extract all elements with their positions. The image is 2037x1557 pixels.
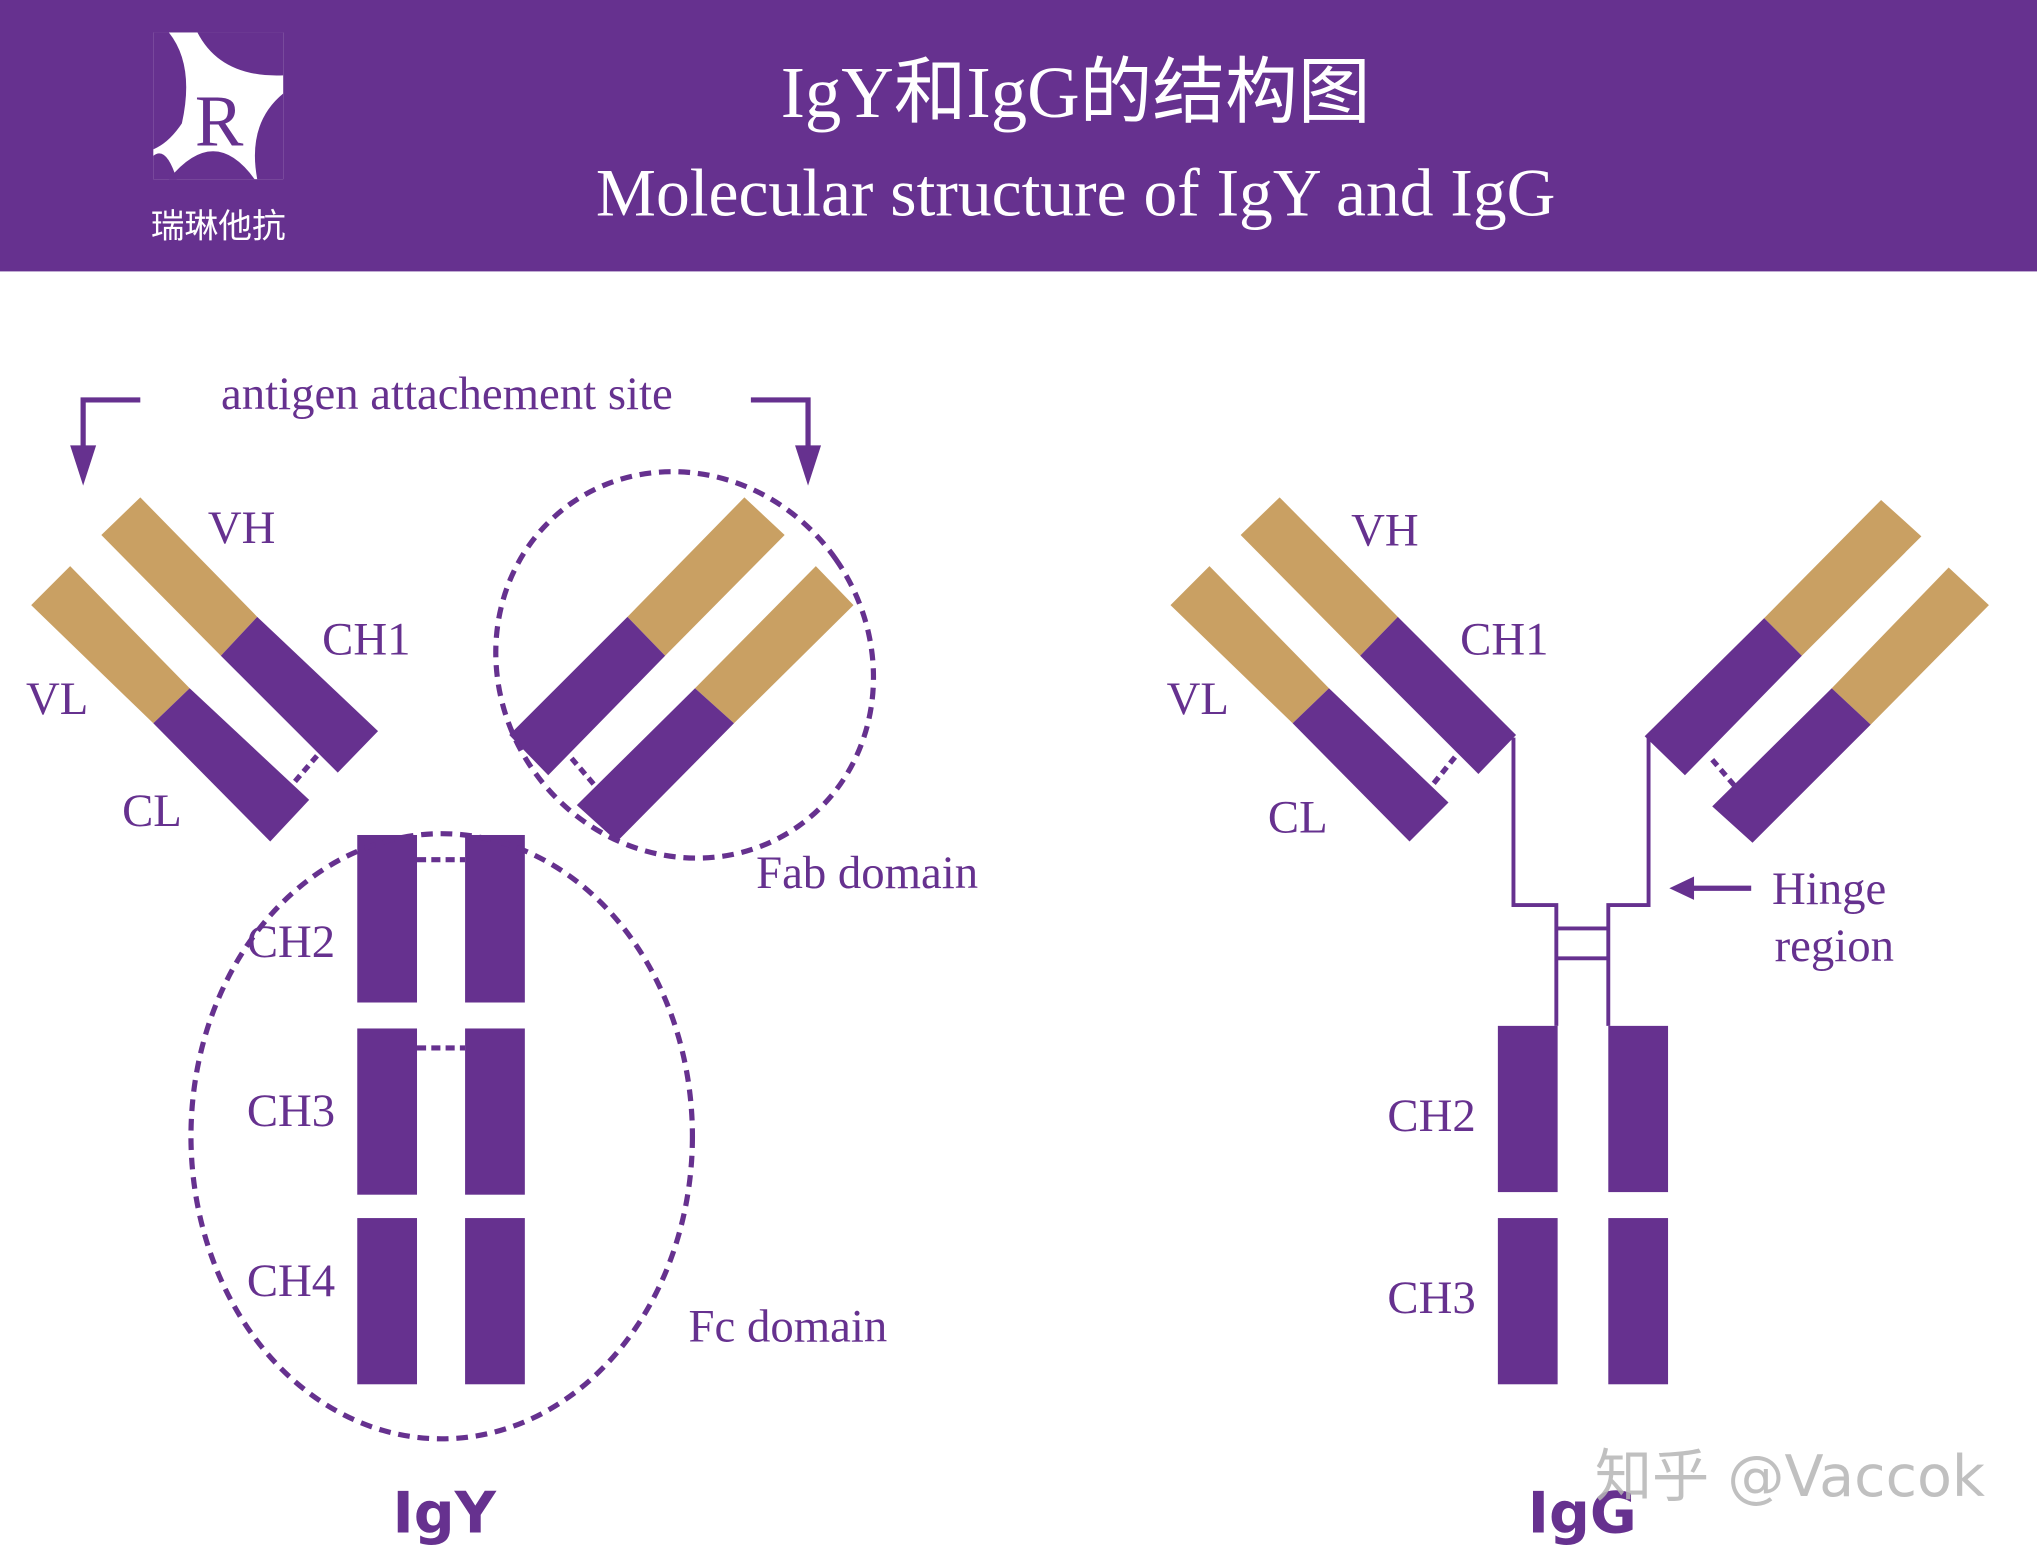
hinge-region: [1511, 737, 1651, 1026]
watermark: 知乎 @Vaccok: [1595, 1444, 1985, 1510]
fc-domain-label: Fc domain: [689, 1300, 888, 1352]
label-vl: VL: [26, 673, 88, 725]
arrow-down-icon: [795, 445, 822, 486]
label-ch4: CH4: [247, 1255, 335, 1307]
igy-right-heavy-fab: [509, 497, 785, 776]
igg-name: IgG: [1528, 1480, 1637, 1546]
igy-left-light-chain: [31, 566, 310, 842]
igy-left-heavy-fab: [101, 497, 379, 773]
igg-right-heavy-fab: [1644, 499, 1922, 776]
disulfide-bond: [291, 754, 319, 785]
disulfide-bond: [569, 756, 597, 788]
disulfide-bond: [1430, 755, 1458, 786]
title-english: Molecular structure of IgY and IgG: [596, 156, 1555, 231]
header-banner: R 瑞琳他抗 IgY和IgG的结构图 Molecular structure o…: [0, 0, 2037, 272]
fab-domain-label: Fab domain: [756, 847, 978, 899]
label-ch1: CH1: [322, 613, 410, 665]
label-ch2: CH2: [1387, 1090, 1475, 1142]
label-cl: CL: [1268, 791, 1328, 843]
hinge-arrow-icon: [1669, 876, 1752, 900]
label-ch3: CH3: [247, 1085, 335, 1137]
igg-fc-region: [1497, 1025, 1669, 1385]
fc-domain-outline: [188, 831, 696, 1442]
igy-structure: antigen attachement site: [26, 368, 978, 1546]
label-vh: VH: [1351, 504, 1419, 556]
label-cl: CL: [122, 785, 182, 837]
label-vh: VH: [208, 502, 276, 554]
company-logo: R 瑞琳他抗: [151, 32, 286, 246]
logo-letter: R: [195, 80, 244, 161]
igg-structure: VH CH1 VL CL CH2 CH3 Hinge region IgG: [1167, 497, 1989, 1546]
disulfide-bond: [1710, 757, 1738, 789]
igg-left-heavy-fab: [1240, 497, 1517, 774]
hinge-label-line1: Hinge: [1772, 863, 1886, 915]
arrow-down-icon: [70, 445, 97, 486]
igy-name: IgY: [393, 1480, 497, 1546]
title-chinese: IgY和IgG的结构图: [781, 52, 1371, 133]
igg-left-light-chain: [1170, 566, 1449, 842]
fab-domain-outline: [493, 469, 877, 861]
igy-fc-region: [357, 834, 525, 1385]
label-ch3: CH3: [1387, 1272, 1475, 1324]
antigen-site-bracket: [80, 397, 811, 449]
label-ch2: CH2: [247, 916, 335, 968]
antigen-site-label: antigen attachement site: [221, 368, 673, 420]
igy-right-light-chain: [576, 566, 854, 842]
logo-brand-text: 瑞琳他抗: [151, 207, 286, 246]
igg-right-light-chain: [1712, 567, 1989, 843]
label-vl: VL: [1167, 673, 1229, 725]
label-ch1: CH1: [1460, 613, 1548, 665]
hinge-label-line2: region: [1775, 920, 1894, 972]
